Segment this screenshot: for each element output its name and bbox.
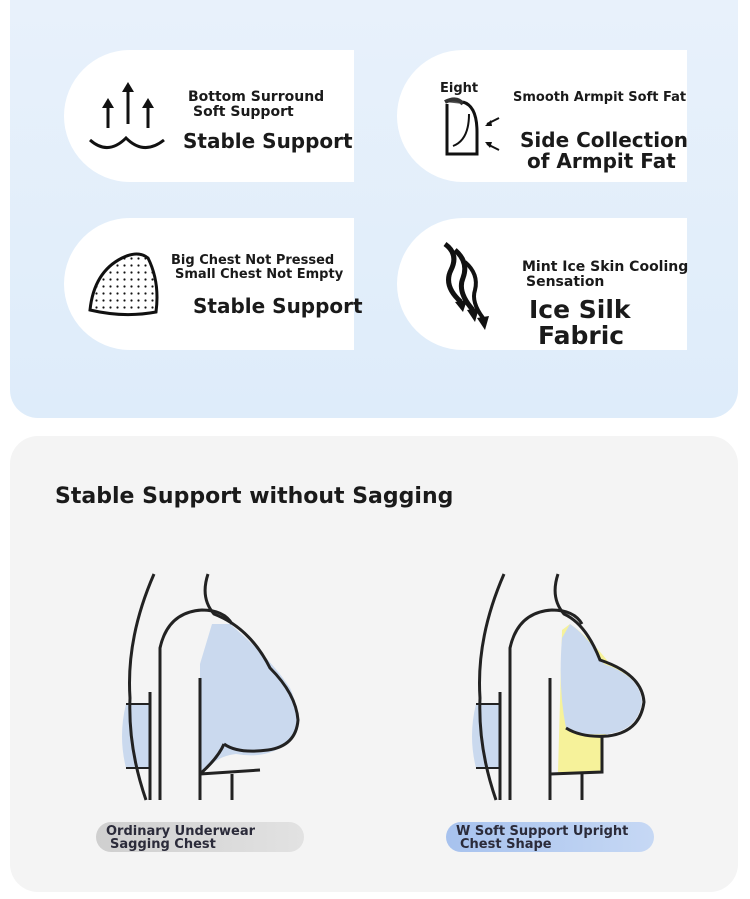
feature-headline: Stable Support	[183, 129, 353, 153]
icon-label: Eight	[440, 81, 479, 96]
armpit-profile-icon	[444, 97, 500, 156]
features-panel: Bottom Surround Soft Support Stable Supp…	[10, 0, 738, 418]
dotted-cup-icon	[88, 252, 159, 317]
feature-headline: Fabric	[538, 321, 625, 350]
label-line: W Soft Support Upright	[456, 824, 629, 839]
feature-subtitle: Soft Support	[193, 104, 294, 120]
feature-headline: Ice Silk	[529, 295, 631, 324]
feature-subtitle: Sensation	[526, 274, 605, 290]
feature-subtitle: Big Chest Not Pressed	[171, 253, 335, 268]
label-line: Sagging Chest	[110, 837, 216, 852]
feature-card-chest-support: Big Chest Not Pressed Small Chest Not Em…	[64, 218, 363, 350]
cooling-wave-icon	[443, 241, 489, 330]
label-line: Ordinary Underwear	[106, 824, 256, 839]
upright-chest-illustration	[472, 573, 646, 801]
sagging-chest-illustration	[122, 573, 300, 801]
feature-headline: Stable Support	[193, 294, 363, 318]
section-title: Stable Support without Sagging	[55, 484, 454, 509]
feature-subtitle: Bottom Surround	[188, 89, 325, 105]
feature-card-ice-silk: Mint Ice Skin Cooling Sensation Ice Silk…	[397, 218, 689, 350]
feature-subtitle: Mint Ice Skin Cooling	[522, 259, 689, 275]
ordinary-underwear-label: Ordinary Underwear Sagging Chest	[96, 822, 304, 852]
comparison-panel: Stable Support without Sagging Ordinary …	[10, 436, 738, 892]
feature-headline: of Armpit Fat	[527, 149, 676, 173]
feature-subtitle: Small Chest Not Empty	[175, 267, 344, 282]
feature-headline: Side Collection	[520, 128, 689, 152]
label-line: Chest Shape	[460, 837, 552, 852]
upward-arrows-icon	[89, 82, 165, 149]
feature-card-armpit-fat: Eight Smooth Armpit Soft Fat Side Collec…	[397, 50, 689, 182]
soft-support-label: W Soft Support Upright Chest Shape	[446, 822, 654, 852]
feature-subtitle: Smooth Armpit Soft Fat	[513, 90, 687, 105]
feature-card-bottom-support: Bottom Surround Soft Support Stable Supp…	[64, 50, 354, 182]
